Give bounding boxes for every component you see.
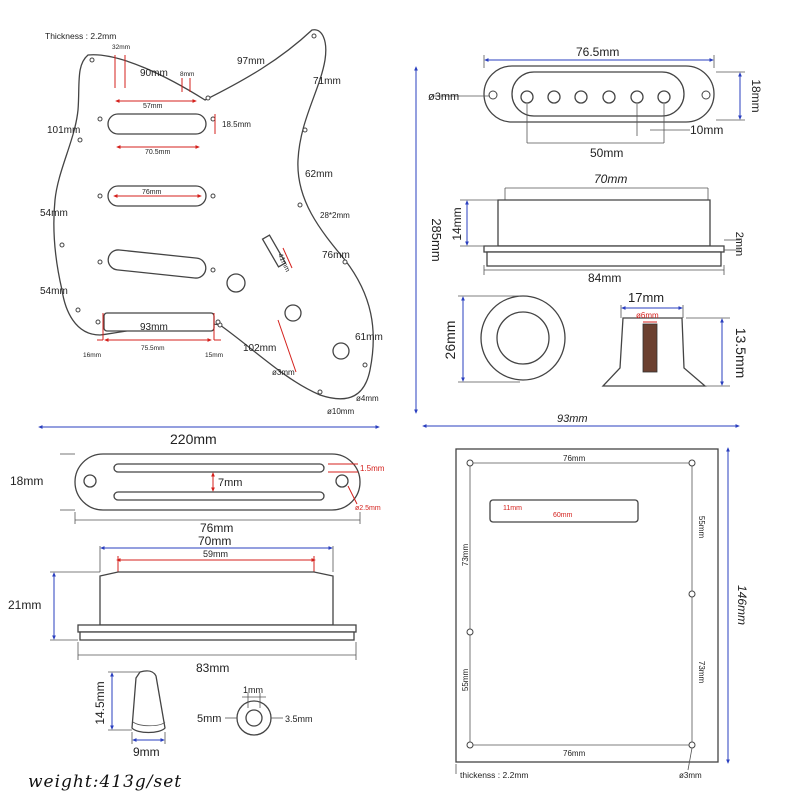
knob-height-label: 13.5mm <box>733 328 749 379</box>
back-plate-drawing: 76mm 11mm 60mm 55mm 73mm 73mm 55mm 76mm … <box>455 447 749 780</box>
rail-top-height-label: 18mm <box>10 474 43 488</box>
single-coil-pole-pieces <box>520 90 671 104</box>
knob-drawings: 26mm 17mm ø6mm 13.5mm <box>442 290 749 387</box>
back-plate-hole-label: ø3mm <box>679 771 702 780</box>
rail-top-hole-label: ø2.5mm <box>355 505 381 512</box>
pickguard-drawing: Thickness : 2.2mm 32mm 90mm 8mm 97mm 71m… <box>40 29 383 416</box>
jack-washer-drawing: 1mm 5mm 3.5mm <box>197 685 313 736</box>
back-plate-slot-width-label: 60mm <box>553 512 573 519</box>
back-plate-thickness-label: thickenss : 2.2mm <box>460 770 529 780</box>
single-side-base-label: 2mm <box>733 232 745 256</box>
pickguard-hole-3: ø3mm <box>272 368 295 377</box>
pickguard-dim-102: 102mm <box>243 343 276 354</box>
pickguard-knob-hole-1 <box>226 273 246 293</box>
back-plate-outline <box>455 448 719 763</box>
back-plate-height-label: 146mm <box>735 585 749 625</box>
pickguard-dim-8: 8mm <box>180 71 194 78</box>
pickguard-dim-71: 71mm <box>313 76 341 87</box>
height-285-dimension: 285mm <box>414 66 444 414</box>
pickguard-dim-70-5: 70.5mm <box>145 149 170 156</box>
pickguard-thickness-label: Thickness : 2.2mm <box>45 31 116 41</box>
single-side-top-label: 70mm <box>594 172 627 186</box>
pickguard-dimension-lines <box>97 55 297 373</box>
back-plate-left-upper-label: 73mm <box>461 544 470 567</box>
back-plate-top-label: 76mm <box>563 454 586 463</box>
width-220-label: 220mm <box>170 431 217 447</box>
pickguard-dim-97: 97mm <box>237 56 265 67</box>
width-93-dimension: 93mm <box>422 413 740 428</box>
back-plate-screw-holes <box>466 459 696 749</box>
pickguard-dim-28x2: 28*2mm <box>320 211 350 220</box>
single-coil-top-view: 76.5mm ø3mm 18mm 10mm 50mm <box>428 45 763 160</box>
back-plate-slot-height-label: 11mm <box>503 505 522 512</box>
pickguard-neck-pickup-slot <box>107 113 207 135</box>
knob-diameter-label: 26mm <box>442 321 458 360</box>
back-plate-bottom-label: 76mm <box>563 749 586 758</box>
rail-top-slot-width-label: 1.5mm <box>360 464 385 473</box>
rail-side-height-label: 21mm <box>8 598 41 612</box>
pickguard-knob-hole-3 <box>332 342 350 360</box>
pickguard-dim-93: 93mm <box>140 322 168 333</box>
pickguard-dim-76: 76mm <box>142 189 162 196</box>
single-coil-hole-label: ø3mm <box>428 91 459 103</box>
pickguard-dim-18-5: 18.5mm <box>222 120 251 129</box>
width-220-dimension: 220mm <box>38 425 380 447</box>
height-285-label: 285mm <box>429 218 444 261</box>
single-coil-side-view: 70mm 14mm 2mm 84mm <box>450 172 745 285</box>
rail-side-top-label: 70mm <box>198 534 231 548</box>
pickguard-dim-16: 16mm <box>83 352 101 359</box>
knob-width-label: 17mm <box>628 290 664 305</box>
switch-tip-height-label: 14.5mm <box>93 681 107 724</box>
single-side-length-label: 84mm <box>588 271 621 285</box>
back-plate-right-lower-label: 73mm <box>697 661 706 684</box>
pickguard-dim-61: 61mm <box>355 332 383 343</box>
rail-top-length-label: 76mm <box>200 521 233 535</box>
switch-tip-width-label: 9mm <box>133 745 160 759</box>
pickguard-dim-90: 90mm <box>140 68 168 79</box>
pickguard-dim-101: 101mm <box>47 125 80 136</box>
pickguard-dim-54a: 54mm <box>40 208 68 219</box>
pickguard-switch-slot <box>261 234 287 268</box>
back-plate-left-lower-label: 55mm <box>461 669 470 692</box>
pickguard-hole-10: ø10mm <box>327 407 354 416</box>
pickguard-dim-57: 57mm <box>143 103 163 110</box>
single-coil-span-label: 50mm <box>590 146 623 160</box>
back-plate-slot <box>489 499 639 523</box>
pickguard-knob-hole-2 <box>284 304 302 322</box>
pickguard-bridge-pickup-slot <box>107 249 207 279</box>
rail-pickup-top-view: 18mm 7mm 1.5mm ø2.5mm 76mm <box>10 453 385 535</box>
jack-washer-left-label: 5mm <box>197 713 221 725</box>
pickguard-dim-62: 62mm <box>305 169 333 180</box>
rail-top-slot-gap-label: 7mm <box>218 477 242 489</box>
single-side-height-label: 14mm <box>450 207 464 240</box>
pickguard-dim-32: 32mm <box>112 44 130 51</box>
pickguard-labels: Thickness : 2.2mm 32mm 90mm 8mm 97mm 71m… <box>40 31 383 416</box>
rail-pickup-side-view: 70mm 59mm 21mm 83mm <box>8 534 357 675</box>
switch-tip-drawing: 14.5mm 9mm <box>93 670 166 759</box>
weight-label: weight:413g/set <box>28 772 183 792</box>
rail-side-inner-label: 59mm <box>203 549 228 559</box>
back-plate-right-top-label: 55mm <box>697 516 706 539</box>
pickguard-dim-54b: 54mm <box>40 286 68 297</box>
single-coil-pole-label: 10mm <box>690 123 723 137</box>
width-93-label: 93mm <box>557 413 588 425</box>
pickguard-screw-holes <box>59 33 368 395</box>
pickguard-dim-15: 15mm <box>205 352 223 359</box>
pickguard-hole-4: ø4mm <box>356 394 379 403</box>
pickguard-dim-75-5: 75.5mm <box>141 345 164 352</box>
jack-washer-top-label: 1mm <box>243 685 263 695</box>
pickguard-dim-76b: 76mm <box>322 250 350 261</box>
jack-washer-right-label: 3.5mm <box>285 714 313 724</box>
knob-shaft-label: ø6mm <box>636 311 659 320</box>
single-coil-height-label: 18mm <box>749 79 763 112</box>
single-coil-length-label: 76.5mm <box>576 45 619 59</box>
rail-side-base-label: 83mm <box>196 661 229 675</box>
